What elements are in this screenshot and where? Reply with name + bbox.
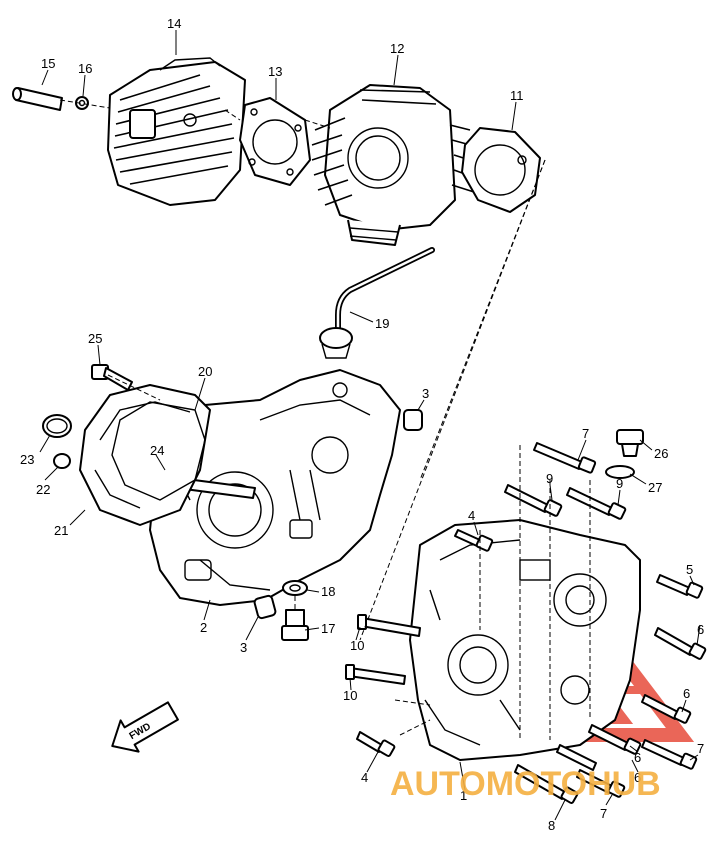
callout-6-c: 6 [634, 750, 641, 765]
oil-delivery-pipe [319, 247, 435, 359]
callout-19: 19 [375, 316, 389, 331]
bolt-10-lower [345, 664, 406, 685]
callout-14: 14 [167, 16, 181, 31]
callout-5: 5 [686, 562, 693, 577]
callout-25: 25 [88, 331, 102, 346]
bolt-6-a [654, 627, 707, 660]
bolt-6-b [641, 694, 692, 724]
o-ring-large [42, 414, 72, 438]
forward-direction-arrow: FWD [111, 701, 179, 753]
bolt-4-top [454, 529, 494, 552]
callout-15: 15 [41, 56, 55, 71]
callout-2: 2 [200, 620, 207, 635]
callout-23: 23 [20, 452, 34, 467]
callout-4-top: 4 [468, 508, 475, 523]
callout-18: 18 [321, 584, 335, 599]
bolt-25 [91, 364, 133, 391]
base-gasket [461, 127, 541, 213]
bolt-7-right [641, 739, 698, 770]
callout-16: 16 [78, 61, 92, 76]
oil-filler-oring [605, 465, 635, 479]
bolt-7-top [533, 442, 597, 474]
bolt-6-c [588, 724, 642, 755]
cylinder-head [107, 57, 246, 206]
callout-3-lower: 3 [240, 640, 247, 655]
right-crankcase [409, 519, 641, 761]
bolt-9-right [566, 487, 627, 520]
bolt-5 [656, 574, 704, 599]
cover-gasket [111, 401, 206, 501]
dowel-lower [253, 594, 277, 620]
callout-21: 21 [54, 523, 68, 538]
callout-9-right: 9 [616, 476, 623, 491]
callout-3-upper: 3 [422, 386, 429, 401]
left-crankcase [149, 369, 401, 606]
dowel-pin [12, 87, 63, 111]
watermark-text: AUTOMOTOHUB [390, 765, 661, 803]
callout-27: 27 [648, 480, 662, 495]
callout-13: 13 [268, 64, 282, 79]
callout-7-right: 7 [697, 741, 704, 756]
callout-7-top: 7 [582, 426, 589, 441]
callout-labels: 14 15 16 13 12 11 19 25 20 3 23 24 22 21… [20, 16, 704, 833]
callout-6-a: 6 [697, 622, 704, 637]
callout-8: 8 [548, 818, 555, 833]
callout-leaders [39, 30, 701, 821]
bolt-4-lower [356, 731, 396, 757]
callout-20: 20 [198, 364, 212, 379]
callout-12: 12 [390, 41, 404, 56]
bolt-10-upper [357, 614, 421, 637]
callout-22: 22 [36, 482, 50, 497]
callout-24: 24 [150, 443, 164, 458]
assembly-guide-lines [59, 99, 591, 740]
bolt-8 [514, 764, 579, 804]
bolt-9-left [504, 484, 563, 517]
callout-7-bottom: 7 [600, 806, 607, 821]
head-gasket [239, 97, 311, 186]
callout-6-b: 6 [683, 686, 690, 701]
callout-17: 17 [321, 621, 335, 636]
callout-6-d: 6 [634, 770, 641, 785]
oil-filler-cap [616, 429, 644, 457]
bolt-7-bottom [576, 769, 626, 798]
drain-washer [282, 580, 308, 596]
bolt-6-d [556, 744, 597, 771]
callout-9-left: 9 [546, 471, 553, 486]
drain-plug [281, 609, 309, 641]
watermark-brand: AUTOMOTOHUB [390, 765, 661, 803]
callout-10-lower: 10 [343, 688, 357, 703]
callout-1: 1 [460, 788, 467, 803]
cylinder [311, 84, 477, 246]
callout-11: 11 [510, 88, 524, 103]
dowel-upper [403, 409, 423, 431]
callout-10-upper: 10 [350, 638, 364, 653]
callout-26: 26 [654, 446, 668, 461]
o-ring-medium [53, 453, 71, 469]
callout-4-lower: 4 [361, 770, 368, 785]
